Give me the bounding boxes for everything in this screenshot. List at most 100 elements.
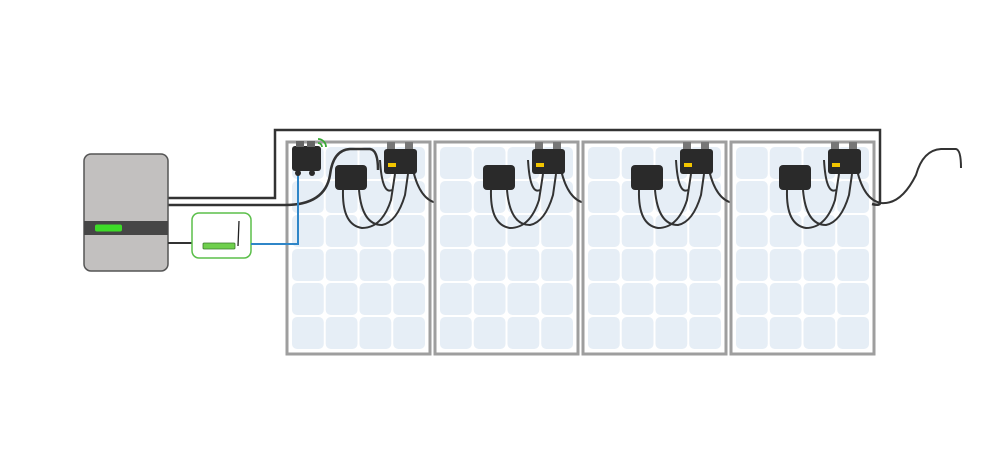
- optimizer-cable: [489, 173, 544, 230]
- solar-cell: [769, 249, 802, 281]
- solar-cell: [359, 215, 392, 247]
- solar-cell: [541, 317, 573, 349]
- solar-cell: [393, 283, 425, 315]
- panel-lead: [379, 159, 393, 192]
- warning-label: [388, 163, 396, 167]
- solar-cell: [803, 283, 836, 315]
- solar-cell: [393, 181, 425, 213]
- panel-lead: [823, 159, 837, 192]
- solar-cell: [837, 317, 869, 349]
- solar-cell: [325, 317, 358, 349]
- solar-cell: [588, 249, 620, 281]
- solar-cell: [393, 215, 425, 247]
- solar-cell: [655, 147, 688, 179]
- solar-cell: [655, 249, 688, 281]
- solar-cell: [803, 249, 836, 281]
- solar-cell: [588, 147, 620, 179]
- power-cable-return: [168, 147, 380, 207]
- optimizer-cable: [637, 173, 692, 230]
- solar-cell: [292, 249, 324, 281]
- solar-cell: [473, 215, 506, 247]
- gateway-router: [191, 212, 252, 259]
- solar-cell: [769, 283, 802, 315]
- solar-cell: [689, 283, 721, 315]
- power-optimizer: [631, 165, 663, 190]
- string-cable: [856, 148, 962, 205]
- solar-cell: [359, 283, 392, 315]
- solar-cell: [621, 283, 654, 315]
- solar-cell: [507, 249, 540, 281]
- solar-cell: [736, 215, 768, 247]
- solar-cell: [393, 249, 425, 281]
- junction-box: [828, 142, 861, 174]
- inverter: [83, 153, 169, 272]
- solar-cell: [736, 181, 768, 213]
- solar-cell: [689, 181, 721, 213]
- optimizer-cable: [785, 173, 840, 230]
- solar-cell: [325, 249, 358, 281]
- solar-cell: [440, 215, 472, 247]
- solar-cell: [359, 147, 392, 179]
- antenna-icon: [237, 220, 240, 247]
- solar-cell: [473, 249, 506, 281]
- warning-label: [684, 163, 692, 167]
- solar-cell: [393, 317, 425, 349]
- solar-cell: [440, 249, 472, 281]
- solar-cell: [689, 215, 721, 247]
- solar-cell: [621, 215, 654, 247]
- solar-cell: [359, 317, 392, 349]
- junction-box: [532, 142, 565, 174]
- solar-cell: [588, 283, 620, 315]
- solar-cell: [440, 181, 472, 213]
- power-optimizer: [483, 165, 515, 190]
- solar-cell: [473, 283, 506, 315]
- solar-cell: [507, 283, 540, 315]
- solar-cell: [541, 249, 573, 281]
- panel-lead: [527, 159, 541, 192]
- monitoring-unit: [292, 138, 327, 176]
- warning-label: [536, 163, 544, 167]
- optimizer-cable: [358, 173, 409, 227]
- solar-cell: [837, 249, 869, 281]
- junction-box: [384, 142, 417, 174]
- solar-cell: [736, 317, 768, 349]
- solar-cell: [541, 181, 573, 213]
- data-cable: [251, 172, 299, 245]
- solar-cell: [292, 317, 324, 349]
- solar-cell: [440, 147, 472, 179]
- power-cable-top-loop: [168, 128, 882, 207]
- solar-cell: [325, 215, 358, 247]
- junction-box: [680, 142, 713, 174]
- solar-cell: [621, 249, 654, 281]
- solar-cell: [507, 147, 540, 179]
- solar-cell: [655, 317, 688, 349]
- solar-cell: [689, 317, 721, 349]
- solar-cell: [292, 215, 324, 247]
- solar-cell: [736, 249, 768, 281]
- solar-cell: [507, 215, 540, 247]
- solar-cell: [359, 181, 392, 213]
- solar-cell: [655, 181, 688, 213]
- wifi-icon: [317, 138, 327, 148]
- solar-cell: [769, 317, 802, 349]
- optimizer-cable: [506, 173, 557, 227]
- solar-cell: [325, 283, 358, 315]
- optimizer-cable: [341, 173, 396, 230]
- solar-cell: [473, 317, 506, 349]
- solar-cell: [837, 283, 869, 315]
- status-led: [95, 224, 122, 232]
- solar-cell: [803, 215, 836, 247]
- panel-lead: [675, 159, 689, 192]
- solar-cell: [769, 215, 802, 247]
- solar-cell: [689, 249, 721, 281]
- solar-cell: [440, 283, 472, 315]
- power-optimizer: [335, 165, 367, 190]
- optimizer-cable: [802, 173, 853, 227]
- solar-cell: [588, 181, 620, 213]
- solar-cell: [837, 215, 869, 247]
- solar-cell: [621, 317, 654, 349]
- power-optimizer: [779, 165, 811, 190]
- solar-cell: [588, 317, 620, 349]
- solar-cell: [507, 317, 540, 349]
- solar-cell: [292, 283, 324, 315]
